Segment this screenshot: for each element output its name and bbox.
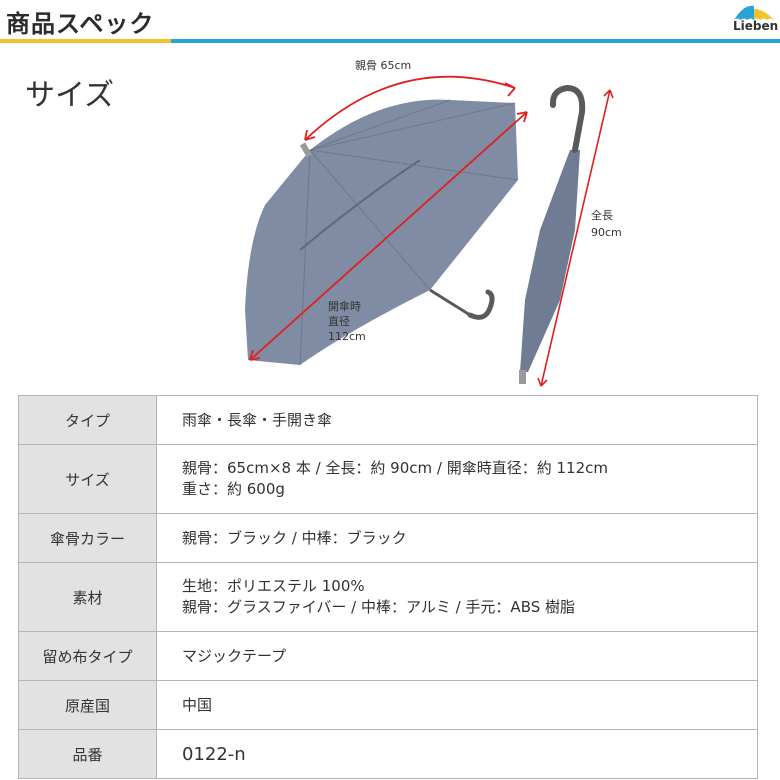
spec-value: マジックテープ — [156, 631, 758, 681]
spec-row-strap-type: 留め布タイプ マジックテープ — [18, 631, 758, 681]
spec-row-frame-color: 傘骨カラー 親骨：ブラック / 中棒：ブラック — [18, 513, 758, 563]
brand-name: Lieben — [733, 19, 779, 33]
total-length-label-1: 全長 — [591, 209, 613, 222]
spec-value: 雨傘・長傘・手開き傘 — [156, 395, 758, 445]
diameter-label-3: 112cm — [328, 330, 366, 343]
page-title: 商品スペック — [6, 10, 155, 38]
spec-key: サイズ — [18, 444, 157, 514]
spec-value: 0122-n — [156, 729, 758, 779]
spec-table: タイプ 雨傘・長傘・手開き傘 サイズ 親骨：65cm×8 本 / 全長：約 90… — [18, 395, 758, 779]
rib-length-label: 親骨 65cm — [355, 59, 412, 72]
header-rule-blue — [171, 39, 780, 43]
total-length-label-2: 90cm — [591, 226, 622, 239]
header-rule-yellow — [0, 39, 171, 43]
spec-row-size: サイズ 親骨：65cm×8 本 / 全長：約 90cm / 開傘時直径：約 11… — [18, 444, 758, 514]
spec-row-material: 素材 生地：ポリエステル 100% 親骨：グラスファイバー / 中棒：アルミ /… — [18, 562, 758, 632]
umbrella-illustration — [245, 75, 614, 387]
spec-value: 親骨：ブラック / 中棒：ブラック — [156, 513, 758, 563]
spec-row-product-number: 品番 0122-n — [18, 729, 758, 779]
spec-key: 原産国 — [18, 680, 157, 730]
spec-key: タイプ — [18, 395, 157, 445]
diameter-label-1: 開傘時 — [328, 300, 361, 313]
spec-value: 中国 — [156, 680, 758, 730]
umbrella-size-figure: 親骨 65cm 全長 90cm 開傘時 直径 112cm — [0, 50, 780, 390]
spec-key: 素材 — [18, 562, 157, 632]
diameter-label-2: 直径 — [328, 315, 350, 328]
page-header: 商品スペック Lieben — [0, 0, 780, 44]
spec-row-origin: 原産国 中国 — [18, 680, 758, 730]
brand-logo-umbrella-icon — [734, 5, 774, 20]
spec-key: 傘骨カラー — [18, 513, 157, 563]
spec-key: 品番 — [18, 729, 157, 779]
spec-value: 生地：ポリエステル 100% 親骨：グラスファイバー / 中棒：アルミ / 手元… — [156, 562, 758, 632]
spec-key: 留め布タイプ — [18, 631, 157, 681]
spec-row-type: タイプ 雨傘・長傘・手開き傘 — [18, 395, 758, 445]
spec-value: 親骨：65cm×8 本 / 全長：約 90cm / 開傘時直径：約 112cm … — [156, 444, 758, 514]
section-title: サイズ — [25, 78, 115, 113]
